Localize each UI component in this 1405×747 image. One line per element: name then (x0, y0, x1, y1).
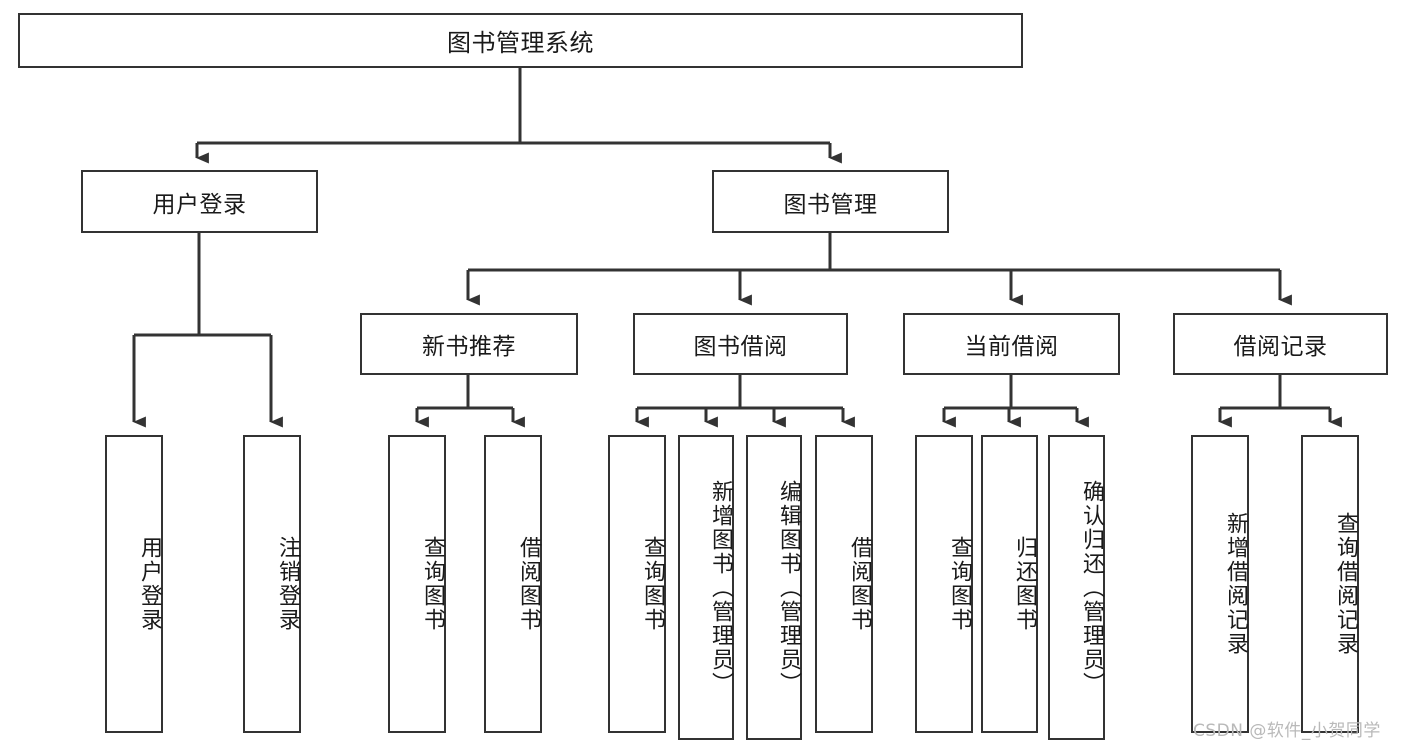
leaf-user-login[interactable]: 用户登录 (105, 435, 163, 733)
node-user-login[interactable]: 用户登录 (81, 170, 318, 233)
leaf-edit-book-admin[interactable]: 编辑图书（管理员） (746, 435, 802, 740)
node-new-book-recommend[interactable]: 新书推荐 (360, 313, 578, 375)
node-label: 用户登录 (137, 536, 162, 632)
node-label: 用户登录 (152, 191, 247, 218)
node-label: 注销登录 (275, 536, 300, 632)
node-system-root[interactable]: 图书管理系统 (18, 13, 1023, 68)
node-label: 图书管理系统 (447, 29, 594, 57)
leaf-query-books-borrow[interactable]: 查询图书 (608, 435, 666, 733)
node-label: 新增借阅记录 (1223, 512, 1248, 656)
node-label: 新增图书（管理员） (708, 479, 733, 696)
watermark-label: CSDN @软件_小贺同学 (1193, 721, 1381, 741)
leaf-add-borrow-record[interactable]: 新增借阅记录 (1191, 435, 1249, 733)
node-label: 查询借阅记录 (1333, 512, 1358, 656)
leaf-add-book-admin[interactable]: 新增图书（管理员） (678, 435, 734, 740)
leaf-logout[interactable]: 注销登录 (243, 435, 301, 733)
node-label: 图书借阅 (693, 334, 788, 360)
node-current-borrow[interactable]: 当前借阅 (903, 313, 1120, 375)
leaf-query-books-current[interactable]: 查询图书 (915, 435, 973, 733)
node-label: 编辑图书（管理员） (776, 479, 801, 696)
node-label: 借阅图书 (516, 536, 541, 632)
node-label: 新书推荐 (422, 334, 516, 360)
node-label: 借阅图书 (847, 536, 872, 632)
leaf-confirm-return-admin[interactable]: 确认归还（管理员） (1048, 435, 1105, 740)
node-label: 查询图书 (640, 536, 665, 632)
node-label: 归还图书 (1012, 536, 1037, 632)
node-label: 查询图书 (947, 536, 972, 632)
leaf-borrow-books[interactable]: 借阅图书 (815, 435, 873, 733)
node-label: 当前借阅 (964, 334, 1059, 360)
leaf-return-books[interactable]: 归还图书 (981, 435, 1038, 733)
node-label: 图书管理 (783, 191, 878, 218)
node-book-borrow[interactable]: 图书借阅 (633, 313, 848, 375)
node-book-management[interactable]: 图书管理 (712, 170, 949, 233)
leaf-borrow-books-recommend[interactable]: 借阅图书 (484, 435, 542, 733)
node-label: 借阅记录 (1233, 334, 1328, 360)
node-label: 确认归还（管理员） (1079, 479, 1104, 696)
leaf-query-books-recommend[interactable]: 查询图书 (388, 435, 446, 733)
leaf-query-borrow-record[interactable]: 查询借阅记录 (1301, 435, 1359, 733)
node-borrow-records[interactable]: 借阅记录 (1173, 313, 1388, 375)
node-label: 查询图书 (420, 536, 445, 632)
